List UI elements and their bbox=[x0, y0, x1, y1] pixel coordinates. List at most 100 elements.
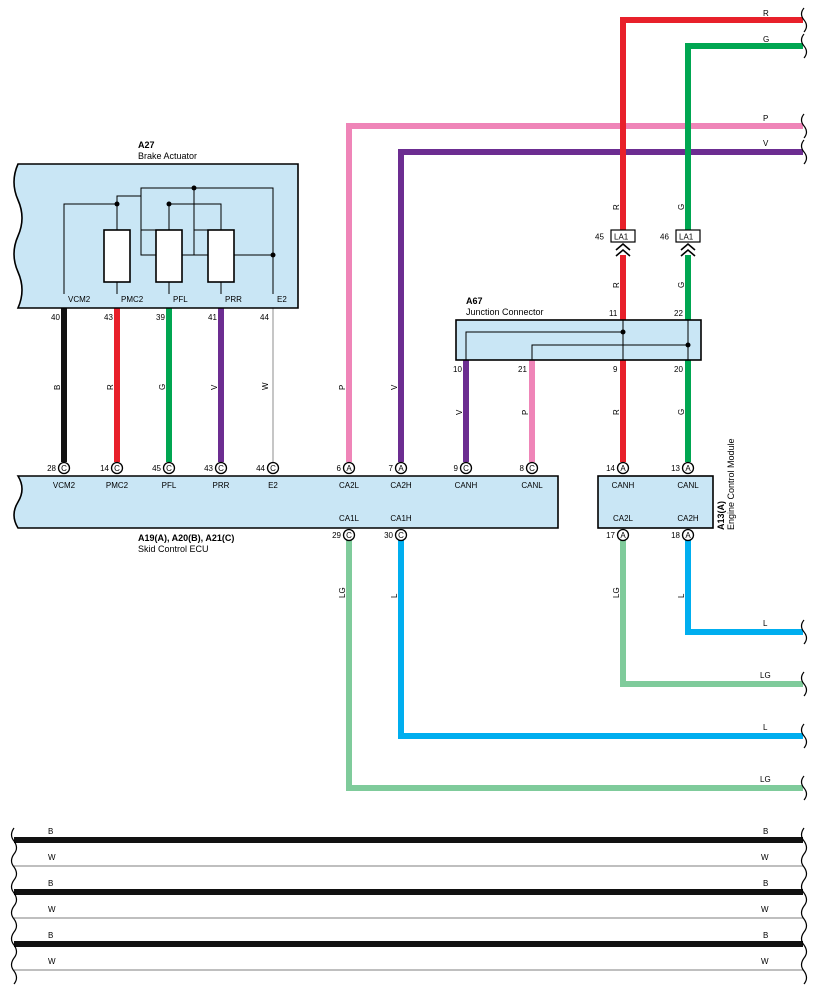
a27-pin-label: PFL bbox=[173, 295, 188, 304]
pin-label: CA1H bbox=[390, 514, 412, 523]
a27-pin-number: 40 bbox=[51, 313, 60, 322]
pin-connector-letter: C bbox=[270, 464, 276, 473]
edge-label: LG bbox=[760, 671, 771, 680]
wire-label: L bbox=[677, 593, 686, 598]
edge-label: P bbox=[763, 114, 768, 123]
pin-number: 9 bbox=[454, 464, 459, 473]
pin-connector-letter: C bbox=[346, 531, 352, 540]
pin-connector-circle bbox=[616, 461, 630, 475]
wire-label: LG bbox=[338, 587, 347, 598]
pin-number: 18 bbox=[671, 531, 680, 540]
pin-connector-circle bbox=[110, 461, 124, 475]
pin-number: 14 bbox=[606, 464, 615, 473]
wire-l-ecm bbox=[685, 540, 803, 635]
junction-connector: A67 Junction Connector 10 21 9 20 11 22 bbox=[453, 296, 702, 374]
pin-number: 17 bbox=[606, 531, 615, 540]
pin-number: 7 bbox=[389, 464, 394, 473]
la1-left-box bbox=[610, 229, 636, 243]
bus-break-right bbox=[800, 827, 808, 985]
wire-label: R bbox=[612, 204, 621, 210]
pin-connector-letter: A bbox=[620, 531, 626, 540]
pin-connector-letter: C bbox=[463, 464, 469, 473]
pin-number: 14 bbox=[100, 464, 109, 473]
pin-number: 44 bbox=[256, 464, 265, 473]
solenoid-pfl bbox=[155, 229, 183, 283]
pin-connector-circle bbox=[394, 528, 408, 542]
pin-label: CA2L bbox=[613, 514, 634, 523]
pin-label: E2 bbox=[268, 481, 278, 490]
break-symbol-l2 bbox=[800, 723, 808, 749]
pin-number: 43 bbox=[204, 464, 213, 473]
wire-label: P bbox=[521, 410, 530, 415]
wire-label: G bbox=[677, 282, 686, 288]
edge-break-symbols bbox=[10, 7, 808, 985]
a27-name: Brake Actuator bbox=[138, 151, 197, 161]
pin-number: 8 bbox=[520, 464, 525, 473]
engine-control-module-box bbox=[597, 475, 714, 529]
bus-labels: B B W W B B W W B B W W bbox=[48, 827, 769, 966]
pin-number: 29 bbox=[332, 531, 341, 540]
pin-connector-letter: A bbox=[685, 531, 691, 540]
bus-label-right: W bbox=[761, 905, 769, 914]
pin-connector-letter: A bbox=[346, 464, 352, 473]
a67-pin-number: 20 bbox=[674, 365, 683, 374]
pin-label: CA2H bbox=[390, 481, 412, 490]
wire-r-top bbox=[620, 17, 803, 230]
a67-pin-number: 11 bbox=[609, 309, 618, 318]
pin-label: CA2L bbox=[339, 481, 360, 490]
pin-number: 13 bbox=[671, 464, 680, 473]
pin-connector-letter: C bbox=[61, 464, 67, 473]
pin-number: 6 bbox=[337, 464, 342, 473]
wires bbox=[14, 17, 803, 971]
wire-label: P bbox=[338, 385, 347, 390]
bus-label-right: B bbox=[763, 827, 768, 836]
ecu-id: A19(A), A20(B), A21(C) bbox=[138, 533, 234, 543]
wire-p-ca2l bbox=[346, 123, 803, 462]
a27-pin-number: 44 bbox=[260, 313, 269, 322]
a27-pin-number: 43 bbox=[104, 313, 113, 322]
pin-label: PMC2 bbox=[106, 481, 129, 490]
la1-left-label: LA1 bbox=[614, 233, 629, 242]
wire-label: R bbox=[106, 384, 115, 390]
edge-label: L bbox=[763, 723, 768, 732]
pin-connector-circle bbox=[214, 461, 228, 475]
pin-connector-circle bbox=[342, 528, 356, 542]
bus-label-left: W bbox=[48, 853, 56, 862]
pin-connector-letter: C bbox=[529, 464, 535, 473]
la1-right-number: 46 bbox=[660, 233, 669, 242]
pin-connector-letter: A bbox=[685, 464, 691, 473]
bus-label-left: W bbox=[48, 905, 56, 914]
pin-number: 45 bbox=[152, 464, 161, 473]
wire-label: R bbox=[612, 282, 621, 288]
skid-control-ecu-box bbox=[13, 475, 559, 529]
solenoid-prr bbox=[207, 229, 235, 283]
pin-connector-circle bbox=[394, 461, 408, 475]
pin-number: 30 bbox=[384, 531, 393, 540]
bus-label-right: W bbox=[761, 957, 769, 966]
pin-connector-letter: C bbox=[166, 464, 172, 473]
skid-control-ecu: A19(A), A20(B), A21(C) Skid Control ECU … bbox=[13, 461, 559, 554]
pin-label: CANL bbox=[677, 481, 699, 490]
a67-pin-number: 10 bbox=[453, 365, 462, 374]
a67-pin-number: 22 bbox=[674, 309, 683, 318]
edge-label: R bbox=[763, 9, 769, 18]
break-symbol-lg1 bbox=[800, 671, 808, 697]
pin-number: 28 bbox=[47, 464, 56, 473]
a27-pin-label: PRR bbox=[225, 295, 242, 304]
engine-control-module: A13(A) Engine Control Module A14CANHA13C… bbox=[597, 438, 736, 542]
wire-v-ca2h bbox=[398, 149, 803, 462]
wire-label: V bbox=[390, 384, 399, 390]
wire-label: L bbox=[390, 593, 399, 598]
bus-label-right: B bbox=[763, 879, 768, 888]
a27-pin-label: E2 bbox=[277, 295, 287, 304]
break-symbol-l1 bbox=[800, 619, 808, 645]
a27-pin-number: 39 bbox=[156, 313, 165, 322]
pin-label: CA1L bbox=[339, 514, 360, 523]
wire-label: V bbox=[210, 384, 219, 390]
bus-label-left: B bbox=[48, 879, 53, 888]
wire-color-labels: B R G V W P V V P R G R G R G LG L LG L bbox=[53, 204, 686, 598]
a67-internal-circuit bbox=[465, 320, 689, 360]
la1-left-number: 45 bbox=[595, 233, 604, 242]
